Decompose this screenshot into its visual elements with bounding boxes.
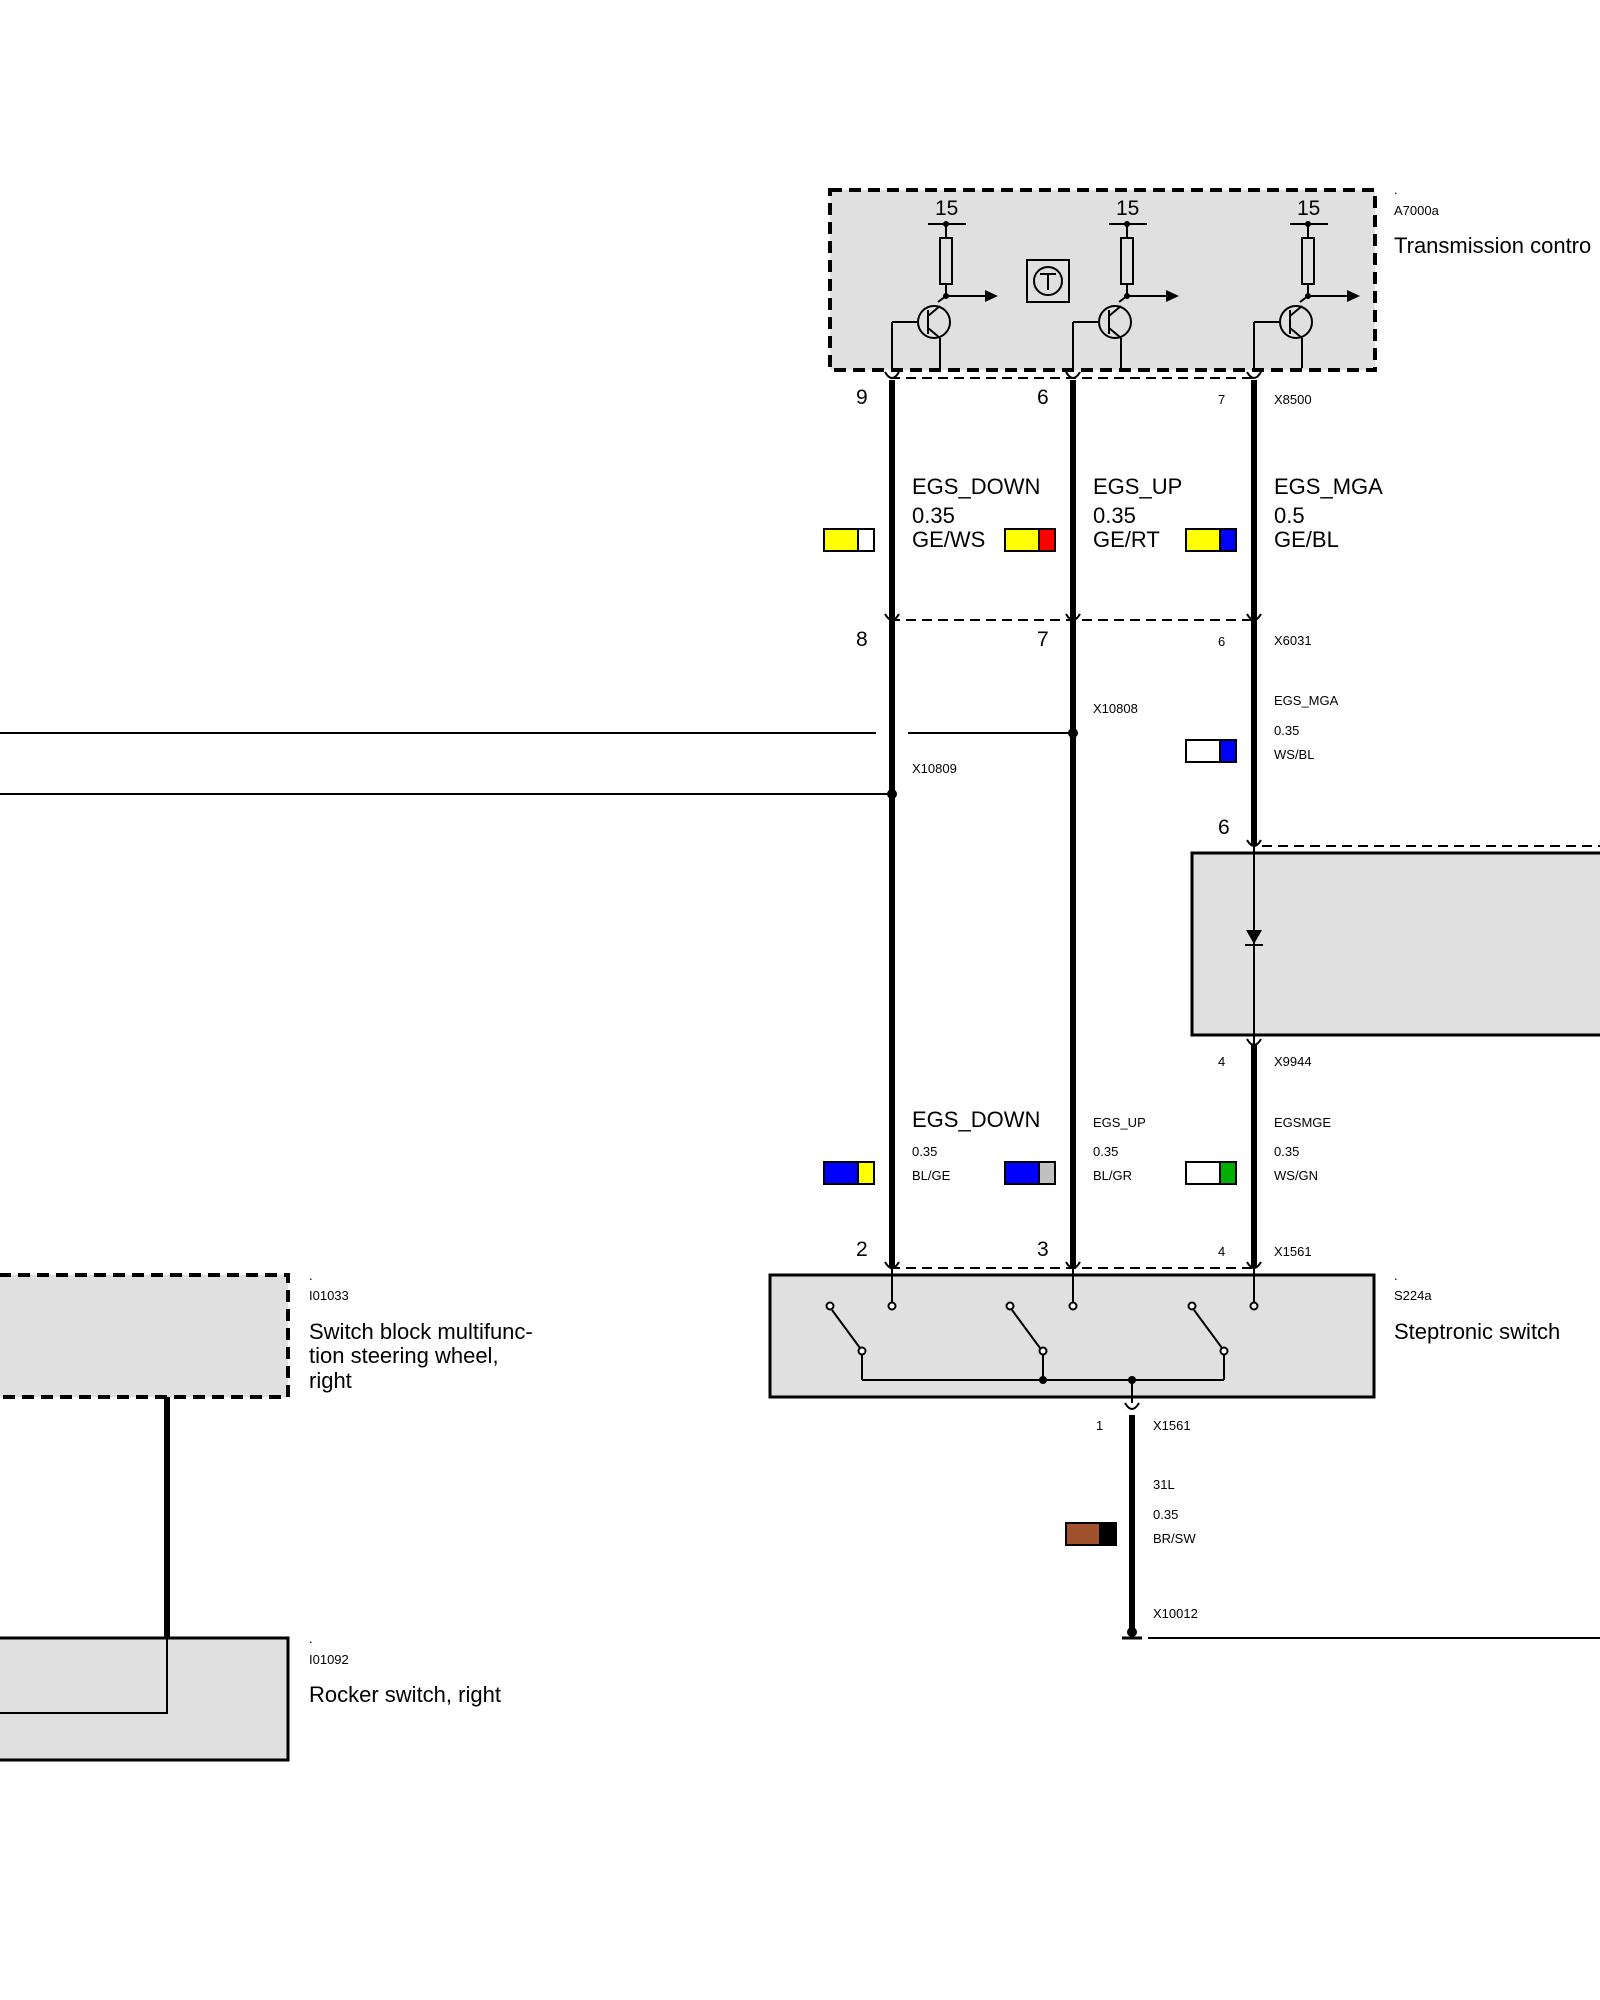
swatch-egs-up-upper-b <box>1038 528 1056 552</box>
splice-x10808 <box>1068 728 1078 738</box>
wire-mga-mid-signal: EGS_MGA <box>1274 693 1339 708</box>
wire-lower-3-code: WS/GN <box>1274 1168 1318 1183</box>
wire-lower-1-code: BL/GE <box>912 1168 951 1183</box>
x1561-top-pin-1: 2 <box>856 1238 868 1261</box>
ground-point-x10012 <box>1127 1627 1137 1637</box>
ground-wire-signal: 31L <box>1153 1477 1175 1492</box>
swatch-egs-mga-upper-b <box>1219 528 1237 552</box>
swatch-egsmge-lower-b <box>1219 1161 1237 1185</box>
wire-lower-1-gauge: 0.35 <box>912 1144 937 1159</box>
wire-upper-1-gauge: 0.35 <box>912 503 955 528</box>
swatch-egs-down-lower-b <box>857 1161 875 1185</box>
swatch-egs-down-upper-a <box>823 528 859 552</box>
rocker-switch-name: Rocker switch, right <box>309 1682 501 1707</box>
x1561-bottom-pin: 1 <box>1096 1418 1103 1433</box>
swatch-egs-up-upper-a <box>1004 528 1040 552</box>
diode-icon <box>1246 930 1262 944</box>
control-unit-icon <box>1026 259 1070 303</box>
rocker-switch-box <box>0 1636 290 1762</box>
transmission-control-name: Transmission contro <box>1394 233 1591 258</box>
steptronic-code: S224a <box>1394 1288 1432 1303</box>
splice-x10809 <box>887 789 897 799</box>
x1561-bottom-name: X1561 <box>1153 1418 1191 1433</box>
wire-lower-2-signal: EGS_UP <box>1093 1115 1146 1130</box>
wire-upper-2-signal: EGS_UP <box>1093 474 1182 499</box>
transmission-control-box <box>828 188 1377 372</box>
x9944-name: X9944 <box>1274 1054 1312 1069</box>
x1561-top-name: X1561 <box>1274 1244 1312 1259</box>
x9944-pin-top: 6 <box>1218 816 1230 839</box>
switch-block-name-1: Switch block multifunc- <box>309 1319 533 1344</box>
ground-wire-code: BR/SW <box>1153 1531 1196 1546</box>
x6031-name: X6031 <box>1274 633 1312 648</box>
swatch-31l-a <box>1065 1522 1101 1546</box>
transmission-control-dot: . <box>1394 182 1398 197</box>
output-arrowheads <box>943 221 1360 302</box>
wire-lower-2-code: BL/GR <box>1093 1168 1132 1183</box>
wire-upper-2-gauge: 0.35 <box>1093 503 1136 528</box>
switch-block-dot: . <box>309 1268 313 1283</box>
swatch-egs-up-lower-a <box>1004 1161 1040 1185</box>
supply-label-1: 15 <box>935 197 958 220</box>
wire-mga-mid-code: WS/BL <box>1274 747 1314 762</box>
x10808-label: X10808 <box>1093 701 1138 716</box>
switch-block-name-3: right <box>309 1368 352 1393</box>
swatch-egs-mga-upper-a <box>1185 528 1221 552</box>
x8500-name: X8500 <box>1274 392 1312 407</box>
wire-mga-mid-gauge: 0.35 <box>1274 723 1299 738</box>
swatch-egs-up-lower-b <box>1038 1161 1056 1185</box>
switch-block-box <box>0 1273 290 1399</box>
wire-upper-3-gauge: 0.5 <box>1274 503 1305 528</box>
swatch-egs-mga-mid-b <box>1219 739 1237 763</box>
wire-upper-2-code: GE/RT <box>1093 527 1160 552</box>
x6031-pin-3: 6 <box>1218 634 1225 649</box>
steptronic-dot: . <box>1394 1268 1398 1283</box>
wire-lower-3-gauge: 0.35 <box>1274 1144 1299 1159</box>
steptronic-name: Steptronic switch <box>1394 1319 1560 1344</box>
transmission-control-code: A7000a <box>1394 203 1440 218</box>
swatch-egs-down-upper-b <box>857 528 875 552</box>
rocker-switch-code: I01092 <box>309 1652 349 1667</box>
x10809-label: X10809 <box>912 761 957 776</box>
ground-wire-gauge: 0.35 <box>1153 1507 1178 1522</box>
wire-lower-3-signal: EGSMGE <box>1274 1115 1331 1130</box>
swatch-31l-b <box>1099 1522 1117 1546</box>
wire-lower-2-gauge: 0.35 <box>1093 1144 1118 1159</box>
rocker-switch-dot: . <box>309 1631 313 1646</box>
swatch-egs-down-lower-a <box>823 1161 859 1185</box>
x6031-pin-2: 7 <box>1037 628 1049 651</box>
wire-upper-3-code: GE/BL <box>1274 527 1339 552</box>
rocker-internal-wire <box>0 1638 168 1714</box>
switch-block-name-2: tion steering wheel, <box>309 1343 499 1368</box>
wire-upper-1-code: GE/WS <box>912 527 985 552</box>
x10012-label: X10012 <box>1153 1606 1198 1621</box>
x9944-pin-bottom: 4 <box>1218 1054 1225 1069</box>
wire-upper-3-signal: EGS_MGA <box>1274 474 1383 499</box>
x1561-top-pin-3: 4 <box>1218 1244 1225 1259</box>
supply-label-3: 15 <box>1297 197 1320 220</box>
swatch-egsmge-lower-a <box>1185 1161 1221 1185</box>
main-wires <box>164 380 1257 1638</box>
wire-upper-1-signal: EGS_DOWN <box>912 474 1040 499</box>
color-swatches <box>823 528 1237 1546</box>
x8500-pin-1: 9 <box>856 386 868 409</box>
swatch-egs-mga-mid-a <box>1185 739 1221 763</box>
supply-label-2: 15 <box>1116 197 1139 220</box>
x8500-pin-3: 7 <box>1218 392 1225 407</box>
switch-block-code: I01033 <box>309 1288 349 1303</box>
x8500-pin-2: 6 <box>1037 386 1049 409</box>
x6031-pin-1: 8 <box>856 628 868 651</box>
wire-lower-1-signal: EGS_DOWN <box>912 1107 1040 1132</box>
x1561-top-pin-2: 3 <box>1037 1238 1049 1261</box>
